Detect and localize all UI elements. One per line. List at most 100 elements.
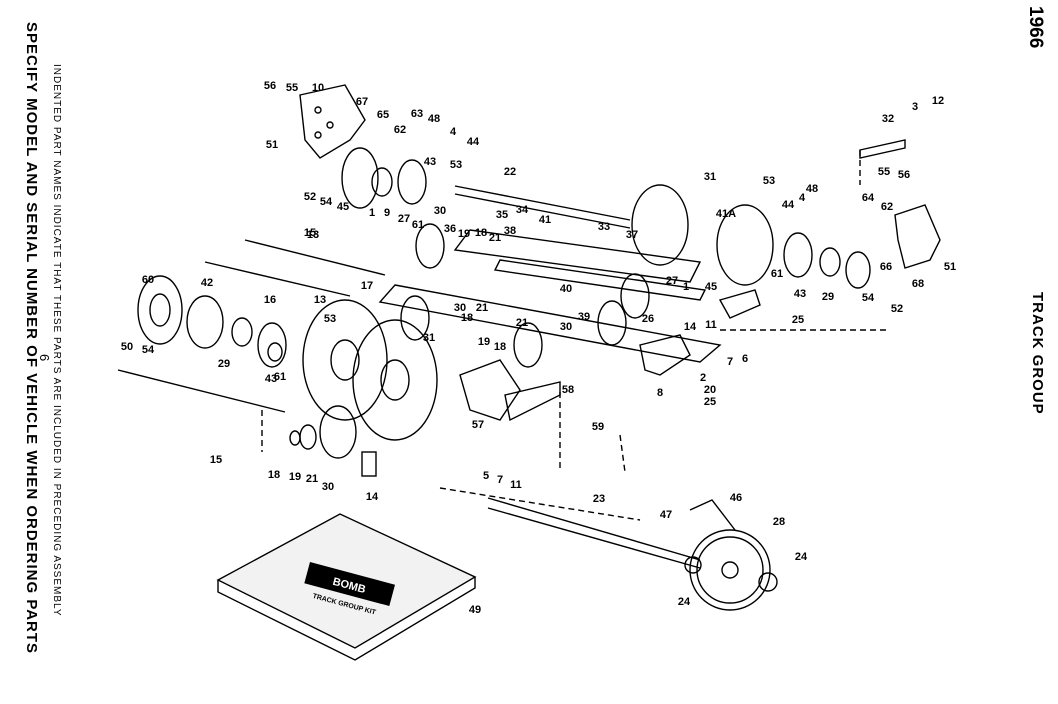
part-callout: 25: [792, 314, 804, 326]
part-callout: 49: [469, 604, 481, 616]
part-callout: 39: [578, 311, 590, 323]
part-callout: 18: [461, 312, 473, 324]
part-callout: 1: [369, 207, 375, 219]
part-callout: 3: [912, 101, 918, 113]
part-callout: 19: [478, 336, 490, 348]
part-callout: 46: [730, 492, 742, 504]
part-callout: 67: [356, 96, 368, 108]
part-callout: 21: [476, 302, 488, 314]
part-callout: 48: [806, 183, 818, 195]
part-callout: 7: [497, 474, 503, 486]
part-callout: 63: [411, 108, 423, 120]
part-callout: 43: [265, 373, 277, 385]
part-callout: 13: [307, 229, 319, 241]
part-callout: 17: [361, 280, 373, 292]
part-callout: 58: [562, 384, 574, 396]
decal-box: BOMB TRACK GROUP KIT: [216, 513, 477, 661]
part-callout: 52: [891, 303, 903, 315]
part-callout: 65: [377, 109, 389, 121]
part-callout: 48: [428, 113, 440, 125]
part-callout: 14: [684, 321, 697, 333]
part-callout: 51: [266, 139, 278, 151]
part-callout: 51: [944, 261, 956, 273]
part-callout: 21: [489, 232, 501, 244]
part-callout: 53: [324, 313, 336, 325]
part-callout: 15: [304, 227, 316, 239]
part-callout: 68: [912, 278, 924, 290]
part-callout: 56: [264, 80, 276, 92]
part-callout: 30: [434, 205, 446, 217]
part-callout: 50: [121, 341, 133, 353]
part-callout: 44: [782, 199, 795, 211]
part-callout: 22: [504, 166, 516, 178]
part-callout: 15: [210, 454, 222, 466]
part-callout: 18: [475, 227, 487, 239]
part-callout: 30: [322, 481, 334, 493]
part-callout: 1: [683, 281, 689, 293]
part-callout: 9: [384, 207, 390, 219]
part-callout: 56: [898, 169, 910, 181]
part-callout: 26: [642, 313, 654, 325]
part-callout: 53: [450, 159, 462, 171]
part-callout: 47: [660, 509, 672, 521]
part-callout: 42: [201, 277, 213, 289]
part-callout: 43: [424, 156, 436, 168]
part-callout: 14: [366, 491, 379, 503]
part-callout: 31: [423, 332, 435, 344]
part-callout: 4: [450, 126, 457, 138]
part-callout: 54: [862, 292, 875, 304]
part-callout: 38: [504, 225, 516, 237]
part-callout: 6: [742, 353, 748, 365]
part-callout: 19: [458, 228, 470, 240]
part-callout: 45: [705, 281, 717, 293]
part-callout: 61: [771, 268, 783, 280]
part-callout: 62: [394, 124, 406, 136]
part-callout: 18: [494, 341, 506, 353]
part-callout: 53: [763, 175, 775, 187]
part-callout: 66: [880, 261, 892, 273]
part-callout: 24: [795, 551, 808, 563]
part-callout: 30: [454, 302, 466, 314]
part-callout: 4: [799, 192, 806, 204]
part-callout: 62: [881, 201, 893, 213]
part-callout: 30: [560, 321, 572, 333]
part-callout: 2: [700, 372, 706, 384]
part-callout: 11: [705, 319, 717, 331]
part-callout: 57: [472, 419, 484, 431]
part-callout: 5: [483, 470, 489, 482]
part-callout: 19: [289, 471, 301, 483]
part-callout: 31: [704, 171, 716, 183]
part-callout: 55: [878, 166, 890, 178]
part-callout: 29: [218, 358, 230, 370]
part-callout: 61: [412, 219, 424, 231]
part-callout: 54: [142, 344, 155, 356]
part-callout: 10: [312, 82, 324, 94]
part-callout: 27: [666, 275, 678, 287]
part-callout: 16: [264, 294, 276, 306]
part-callout: 18: [268, 469, 280, 481]
part-callout: 7: [727, 356, 733, 368]
part-callout: 32: [882, 113, 894, 125]
part-callout: 11: [510, 479, 522, 491]
diagram-artwork: [117, 84, 941, 611]
part-callout: 64: [862, 192, 875, 204]
part-callout: 8: [657, 387, 663, 399]
part-callout: 33: [598, 221, 610, 233]
part-callout: 36: [444, 223, 456, 235]
part-callout: 40: [560, 283, 572, 295]
part-callout: 13: [314, 294, 326, 306]
part-callout: 25: [704, 396, 716, 408]
part-callout: 60: [142, 274, 154, 286]
part-callout: 28: [773, 516, 785, 528]
part-callout: 59: [592, 421, 604, 433]
part-callout: 20: [704, 384, 716, 396]
part-callout: 44: [467, 136, 480, 148]
part-callout: 45: [337, 201, 349, 213]
part-callout: 43: [794, 288, 806, 300]
part-callout: 23: [593, 493, 605, 505]
part-callout: 61: [274, 371, 286, 383]
part-callout: 27: [398, 213, 410, 225]
part-callout: 52: [304, 191, 316, 203]
